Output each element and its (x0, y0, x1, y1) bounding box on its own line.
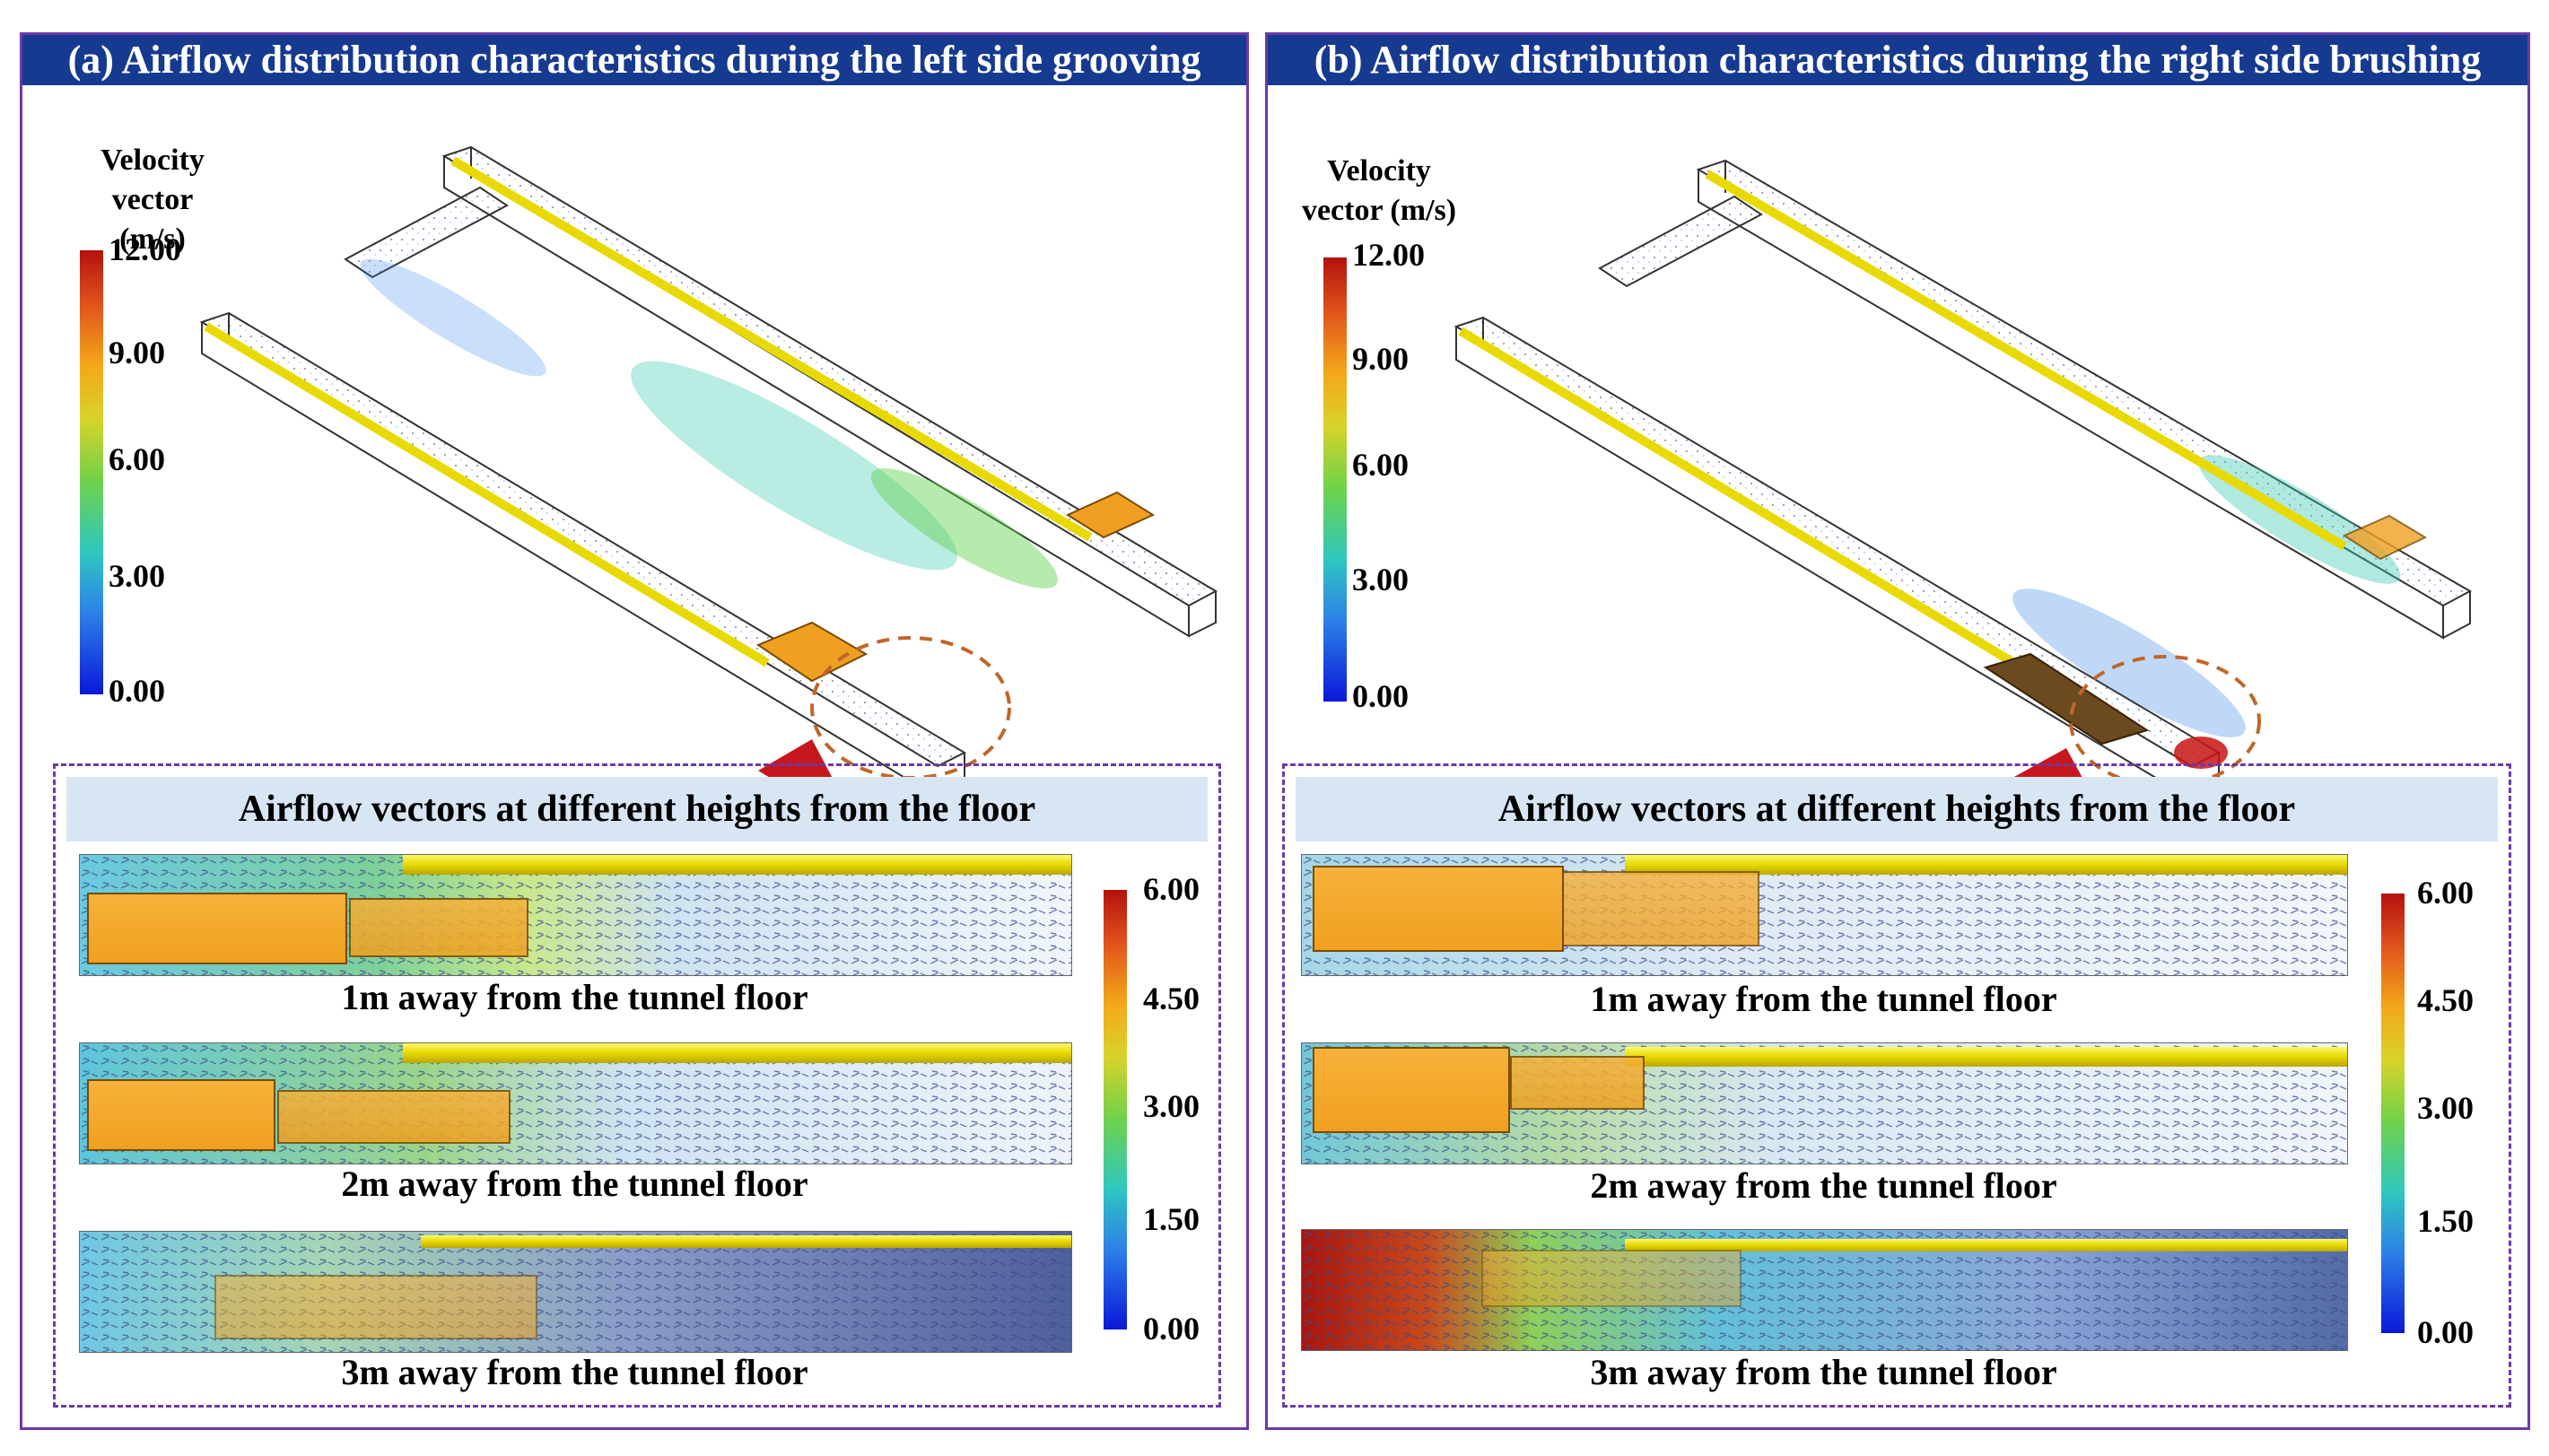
duct-rail (1625, 1239, 2347, 1251)
panel-a-title: (a) Airflow distribution characteristics… (22, 35, 1246, 85)
slice-2m-a (79, 1042, 1072, 1164)
detail-tick: 3.00 (2417, 1090, 2474, 1126)
slice-2m-b (1301, 1042, 2348, 1164)
slice-1m-a (79, 854, 1072, 976)
slice-2m-label: 2m away from the tunnel floor (341, 1164, 808, 1204)
velocity-tick: 9.00 (109, 335, 165, 371)
panel-a: (a) Airflow distribution characteristics… (20, 32, 1249, 1430)
ventilation-duct-rail (450, 156, 1093, 542)
machine-block (1065, 491, 1156, 539)
velocity-tick: 3.00 (109, 558, 165, 594)
detail-color-scale-a (1104, 890, 1127, 1330)
detail-tick: 4.50 (1143, 981, 1200, 1016)
machine-block (2342, 514, 2428, 561)
machine-block (214, 1275, 537, 1339)
velocity-tick: 9.00 (1352, 341, 1409, 377)
velocity-label-b: Velocity vector (m/s) (1301, 154, 1457, 227)
velocity-color-scale-a (80, 250, 103, 694)
machine-block (277, 1090, 511, 1144)
detail-tick: 1.50 (2417, 1203, 2474, 1239)
detail-title-a: Airflow vectors at different heights fro… (66, 777, 1208, 841)
slice-2m-label: 2m away from the tunnel floor (1590, 1165, 2057, 1206)
duct-rail (403, 1043, 1071, 1063)
velocity-color-scale-b (1323, 257, 1347, 702)
machine-block (87, 1079, 275, 1151)
machine-block (1481, 1250, 1742, 1307)
machine-block (349, 898, 528, 957)
duct-rail (403, 855, 1071, 875)
velocity-tick: 12.00 (1352, 237, 1425, 273)
detail-tick: 0.00 (2417, 1314, 2474, 1350)
slice-3m-label: 3m away from the tunnel floor (341, 1352, 808, 1392)
velocity-tick: 0.00 (109, 673, 165, 709)
duct-rail (1625, 1047, 2347, 1067)
detail-tick: 4.50 (2417, 982, 2474, 1018)
velocity-tick: 6.00 (1352, 447, 1409, 483)
slice-1m-label: 1m away from the tunnel floor (341, 977, 808, 1017)
ventilation-duct-rail (204, 322, 770, 667)
machine-block (1510, 1056, 1645, 1110)
machine-block (87, 893, 347, 964)
detail-box-b: Airflow vectors at different heights fro… (1282, 763, 2511, 1408)
detail-tick: 3.00 (1143, 1088, 1200, 1124)
machine-block (1313, 866, 1564, 952)
velocity-tick: 3.00 (1352, 562, 1409, 597)
tunnel-3d-view-b (1453, 159, 2473, 789)
duct-rail (1625, 855, 2347, 875)
detail-color-scale-b (2381, 894, 2405, 1333)
machine-block (755, 621, 869, 683)
flow-hotspot (2174, 737, 2228, 769)
detail-tick: 6.00 (1143, 871, 1200, 907)
tunnel-3d-view-a (199, 145, 1218, 789)
panel-b: (b) Airflow distribution characteristics… (1265, 32, 2530, 1430)
detail-tick: 0.00 (1143, 1311, 1200, 1347)
highlight-circle (2069, 655, 2261, 788)
detail-tick: 1.50 (1143, 1201, 1200, 1237)
detail-title-b: Airflow vectors at different heights fro… (1296, 777, 2498, 841)
machine-block (1562, 871, 1759, 946)
slice-1m-label: 1m away from the tunnel floor (1590, 979, 2057, 1019)
duct-rail (421, 1235, 1071, 1248)
machine-block (1983, 652, 2150, 745)
velocity-tick: 0.00 (1352, 678, 1409, 714)
velocity-label-a: Velocity vector (m/s) (100, 144, 205, 256)
detail-box-a: Airflow vectors at different heights fro… (53, 763, 1221, 1408)
machine-block (1313, 1047, 1510, 1133)
slice-3m-b (1301, 1229, 2348, 1351)
ventilation-duct-rail (1705, 170, 2347, 551)
detail-tick: 6.00 (2417, 875, 2474, 911)
slice-1m-b (1301, 854, 2348, 976)
slice-3m-label: 3m away from the tunnel floor (1590, 1352, 2057, 1392)
velocity-tick: 12.00 (109, 231, 181, 267)
panel-b-title: (b) Airflow distribution characteristics… (1268, 35, 2527, 85)
slice-3m-a (79, 1231, 1072, 1353)
velocity-tick: 6.00 (109, 441, 165, 477)
ventilation-duct-rail (1458, 327, 2024, 672)
